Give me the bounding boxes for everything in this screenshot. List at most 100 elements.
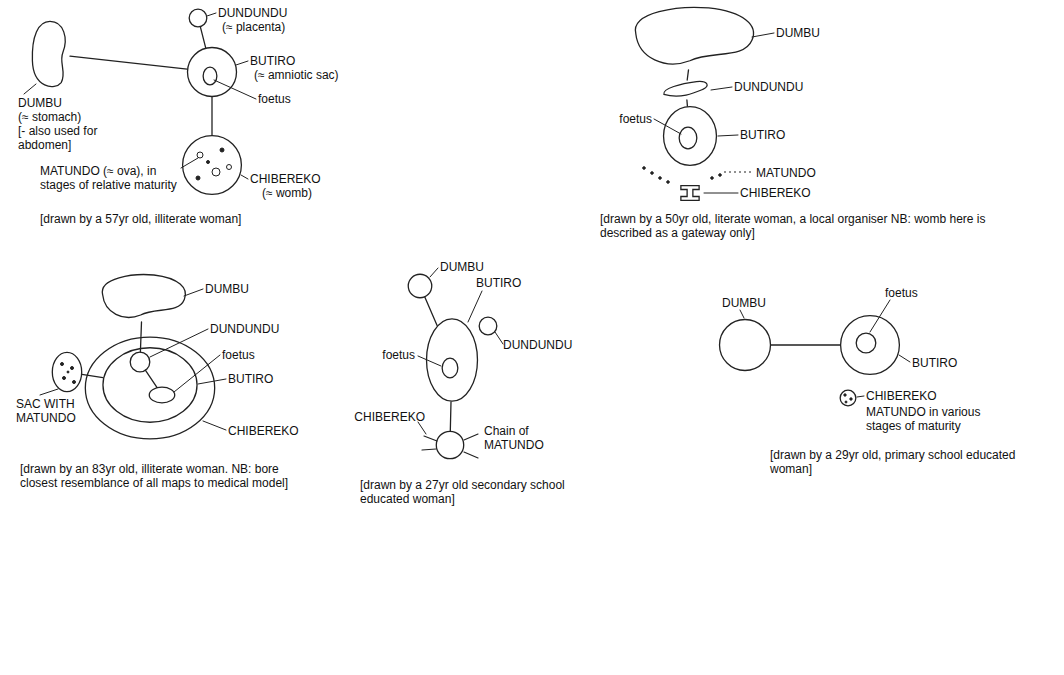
leader-line bbox=[24, 84, 36, 94]
organ-label: SAC WITH MATUNDO bbox=[16, 397, 86, 425]
ovum-dot bbox=[73, 381, 76, 384]
organ-outline-path bbox=[85, 337, 214, 439]
map-caption: [drawn by a 29yr old, primary school edu… bbox=[770, 448, 1040, 476]
organ-label: CHIBEREKO bbox=[250, 172, 321, 186]
organ-label: foetus bbox=[885, 286, 918, 300]
connecting-line bbox=[425, 297, 437, 326]
organ-outline-path bbox=[856, 333, 876, 353]
organ-shape: BUTIROfoetus bbox=[840, 315, 900, 375]
organ-outline-path bbox=[664, 107, 717, 166]
leader-line bbox=[857, 396, 864, 397]
ova-chain-stroke bbox=[424, 436, 437, 441]
organ-outline-path bbox=[679, 127, 697, 149]
organ-shape: BUTIROfoetus bbox=[663, 106, 717, 166]
organ-outline bbox=[719, 319, 771, 371]
organ-label: BUTIRO bbox=[476, 276, 521, 290]
ova-chain-stroke bbox=[464, 434, 478, 440]
leader-line bbox=[241, 175, 248, 179]
organ-label: (≈ placenta) bbox=[222, 20, 285, 34]
organ-shape: CHIBEREKO(≈ womb) bbox=[182, 135, 242, 195]
leader-line bbox=[207, 13, 216, 16]
ovum-dot bbox=[844, 394, 846, 396]
organ-outline-path bbox=[442, 358, 458, 378]
organ-shape: DUMBU(≈ stomach)[- also used for abdomen… bbox=[30, 20, 70, 88]
leader-line bbox=[899, 355, 910, 362]
organ-outline-path bbox=[52, 352, 81, 391]
ovum-dot bbox=[850, 398, 852, 400]
callout-text: Chain of MATUNDO bbox=[484, 424, 564, 452]
connecting-line bbox=[450, 402, 452, 431]
organ-label: DUMBU bbox=[18, 96, 62, 110]
organ-outline bbox=[678, 185, 702, 201]
organ-shape: BUTIRO(≈ amniotic sac)foetus bbox=[187, 47, 237, 97]
callout-text: MATUNDO (≈ ova), in stages of relative m… bbox=[40, 164, 178, 192]
organ-outline-path bbox=[32, 21, 65, 86]
organ-label: DUMBU bbox=[776, 26, 820, 40]
organ-label: BUTIRO bbox=[740, 128, 785, 142]
organ-shape: DUMBU bbox=[719, 319, 771, 371]
leader-line bbox=[150, 329, 208, 357]
organ-label: DUMBU bbox=[205, 282, 249, 296]
organ-outline bbox=[679, 127, 697, 149]
ovum-dot bbox=[659, 177, 662, 180]
ovum-dot bbox=[63, 377, 66, 380]
ovum-dot bbox=[667, 181, 670, 184]
ovum-dot bbox=[227, 165, 232, 170]
organ-outline bbox=[130, 352, 150, 372]
organ-shape: foetus bbox=[149, 387, 175, 403]
organ-label: CHIBEREKO bbox=[228, 424, 299, 438]
organ-label: foetus bbox=[619, 112, 652, 126]
organ-shape: SAC WITH MATUNDO bbox=[52, 352, 82, 392]
leader-line bbox=[418, 356, 441, 366]
organ-label: BUTIRO bbox=[250, 54, 295, 68]
organ-outline-path bbox=[189, 9, 207, 27]
organ-shape: DUMBU bbox=[95, 272, 190, 322]
ovum-dot bbox=[196, 176, 200, 180]
organ-shape: CHIBEREKO bbox=[436, 431, 464, 459]
leader-line bbox=[718, 135, 738, 136]
leader-line bbox=[468, 291, 482, 322]
organ-outline bbox=[856, 333, 876, 353]
organ-label: foetus bbox=[222, 348, 255, 362]
ovum-dot bbox=[71, 367, 74, 370]
map-caption: [drawn by a 27yr old secondary school ed… bbox=[360, 478, 600, 506]
ovum-dot bbox=[207, 161, 210, 164]
ovum-dot bbox=[220, 148, 224, 152]
organ-label: DUNDUNDU bbox=[218, 6, 287, 20]
ova-chain-stroke bbox=[422, 434, 478, 458]
organ-shape: BUTIRODUNDUNDUfoetus bbox=[102, 347, 198, 423]
organ-label: DUMBU bbox=[722, 296, 766, 310]
organ-shape: DUMBU bbox=[408, 274, 432, 298]
leader-line bbox=[184, 289, 203, 296]
organ-outline bbox=[189, 9, 207, 27]
map-caption: [drawn by a 57yr old, illiterate woman] bbox=[40, 212, 241, 226]
organ-outline-path bbox=[479, 317, 497, 335]
organ-outline bbox=[149, 387, 175, 403]
organ-outline bbox=[84, 336, 216, 440]
ovum-dot bbox=[719, 174, 722, 177]
ovum-dot bbox=[197, 152, 203, 158]
organ-shape: foetus bbox=[203, 67, 217, 85]
callout-text: MATUNDO bbox=[756, 166, 816, 180]
organ-shape: CHIBEREKO bbox=[678, 185, 702, 201]
leader-line bbox=[711, 87, 732, 90]
leader-line bbox=[430, 268, 438, 277]
organ-outline bbox=[95, 272, 190, 322]
organ-outline bbox=[182, 135, 242, 195]
organ-shape: BUTIROfoetus bbox=[426, 318, 478, 402]
organ-shape: DUNDUNDU bbox=[130, 352, 150, 372]
organ-outline-path bbox=[203, 67, 217, 85]
leader-line bbox=[40, 389, 58, 395]
organ-label: DUNDUNDU bbox=[734, 80, 803, 94]
organ-outline-path bbox=[149, 387, 174, 403]
leader-line bbox=[203, 421, 226, 430]
map-caption: [drawn by an 83yr old, illiterate woman.… bbox=[20, 462, 310, 490]
organ-label: (≈ amniotic sac) bbox=[254, 68, 339, 82]
organ-label: CHIBEREKO bbox=[866, 389, 937, 403]
ovum-dot bbox=[61, 148, 853, 403]
organ-outline-path bbox=[103, 348, 197, 422]
ovum-dot bbox=[651, 172, 654, 175]
organ-shape: CHIBEREKO bbox=[840, 390, 856, 406]
organ-outline-path bbox=[102, 275, 185, 318]
ovum-dot bbox=[61, 363, 64, 366]
